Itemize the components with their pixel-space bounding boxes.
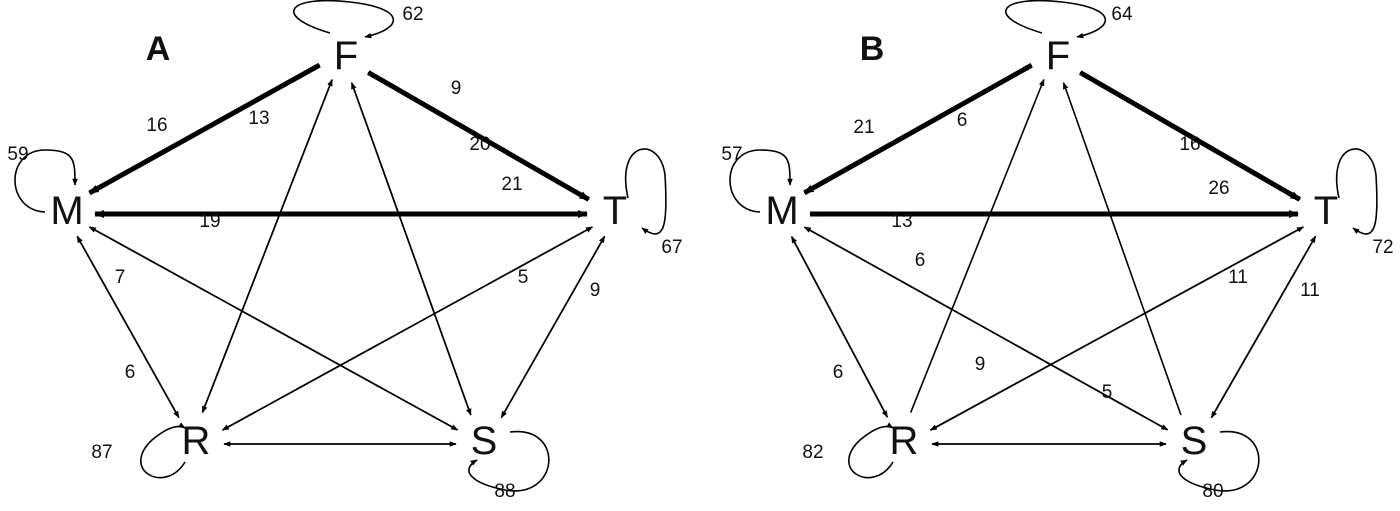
panel-b-edge-label-m-to-f: 6 <box>957 110 968 131</box>
panel-a-node-s: S <box>471 419 498 463</box>
panel-a-self-loop-t <box>624 148 667 235</box>
panel-b-edge-label-m-to-r: 6 <box>833 362 844 383</box>
panel-b-self-loop-t <box>1335 148 1378 235</box>
panel-b-self-loop-f <box>1005 0 1107 39</box>
panel-b-self-loop-label-s: 80 <box>1202 481 1223 502</box>
panel-b-self-loop-label-r: 82 <box>802 442 823 463</box>
panel-b-edge-label-t-to-m: 13 <box>891 211 912 232</box>
panel-b-self-loop-r <box>848 422 894 479</box>
panel-a-edge-label-f-to-t: 20 <box>469 134 490 155</box>
panel-a-edge-r-to-m <box>76 235 180 418</box>
panel-b-node-f: F <box>1046 34 1070 78</box>
panel-b-node-m: M <box>765 189 798 233</box>
panel-b-edge-s-to-m <box>803 226 1168 431</box>
panel-a-edge-r-to-t <box>222 226 593 431</box>
panel-a-self-loop-label-m: 59 <box>7 144 28 165</box>
panel-b-node-r: R <box>890 419 919 463</box>
panel-a-edge-label-t-to-m: 19 <box>199 211 220 232</box>
panel-b-self-loop-label-m: 57 <box>721 144 742 165</box>
panel-b-edge-label-t-to-r: 11 <box>1228 267 1248 288</box>
panel-b-title: B <box>860 30 885 68</box>
panel-a-edge-label-t-to-s: 9 <box>590 280 601 301</box>
panel-b-node-s: S <box>1181 419 1208 463</box>
panel-b-node-t: T <box>1314 189 1338 233</box>
panel-b-edge-s-to-f <box>1062 82 1182 416</box>
panel-a-self-loop-label-r: 87 <box>91 442 112 463</box>
panel-b-self-loop-s <box>1178 430 1260 492</box>
panel-b-edge-label-f-to-m: 21 <box>853 117 874 138</box>
panel-a-edge-f-to-t <box>367 70 590 202</box>
panel-a-self-loop-label-t: 67 <box>661 237 682 258</box>
panel-b-self-loop-m <box>729 149 793 213</box>
panel-b-edge-m-to-f <box>804 64 1033 194</box>
panel-b-edge-t-to-f <box>1079 71 1301 201</box>
panel-b-edge-r-to-m <box>790 235 889 418</box>
panel-b-edge-t-to-r <box>929 226 1304 431</box>
panel-b-edge-label-t-to-s: 11 <box>1300 280 1320 301</box>
panel-a-self-loop-label-f: 62 <box>402 4 423 25</box>
panel-a-edge-label-m-to-t: 21 <box>501 174 522 195</box>
panel-b-edge-label-m-to-t: 26 <box>1208 178 1229 199</box>
panel-b-edge-r-to-f <box>909 78 1045 413</box>
panel-a-node-t: T <box>603 189 627 233</box>
panel-b-self-loop-label-t: 72 <box>1372 237 1393 258</box>
panel-b-edge-label-r-to-t: 9 <box>975 354 986 375</box>
panel-b-edge-label-f-to-t: 16 <box>1179 134 1200 155</box>
panel-a-edge-label-m-to-r: 7 <box>115 267 126 288</box>
panel-b-edge-label-m-to-s: 6 <box>915 250 926 271</box>
panel-a-edge-label-m-to-f: 13 <box>248 108 269 129</box>
panel-a-self-loop-s <box>468 430 550 492</box>
panel-a-edge-label-r-to-m: 6 <box>125 362 136 383</box>
panel-a-edge-r-to-f <box>201 78 333 413</box>
panel-a-edge-s-to-f <box>350 82 472 416</box>
panel-a-edge-s-to-t <box>500 235 606 419</box>
panel-b-edge-label-s-to-m: 5 <box>1102 382 1113 403</box>
panel-b-edge-s-to-t <box>1210 235 1317 419</box>
panel-a-self-loop-label-s: 88 <box>494 481 515 502</box>
panel-a-self-loop-f <box>293 0 395 39</box>
panel-a-title: A <box>146 30 171 68</box>
panel-a-edge-label-t-to-r: 5 <box>518 267 529 288</box>
panel-a-edge-m-to-f <box>89 64 321 194</box>
panel-a-edge-label-t-to-f: 9 <box>451 78 462 99</box>
panel-a-edge-label-f-to-m: 16 <box>146 115 167 136</box>
panel-b-self-loop-label-f: 64 <box>1111 4 1133 25</box>
panel-a-self-loop-r <box>140 422 186 479</box>
panel-a-node-r: R <box>182 419 211 463</box>
panel-a-self-loop-m <box>14 149 78 213</box>
panel-a-edge-s-to-m <box>88 226 458 431</box>
panel-a-node-m: M <box>50 189 83 233</box>
panel-a-node-f: F <box>334 34 358 78</box>
